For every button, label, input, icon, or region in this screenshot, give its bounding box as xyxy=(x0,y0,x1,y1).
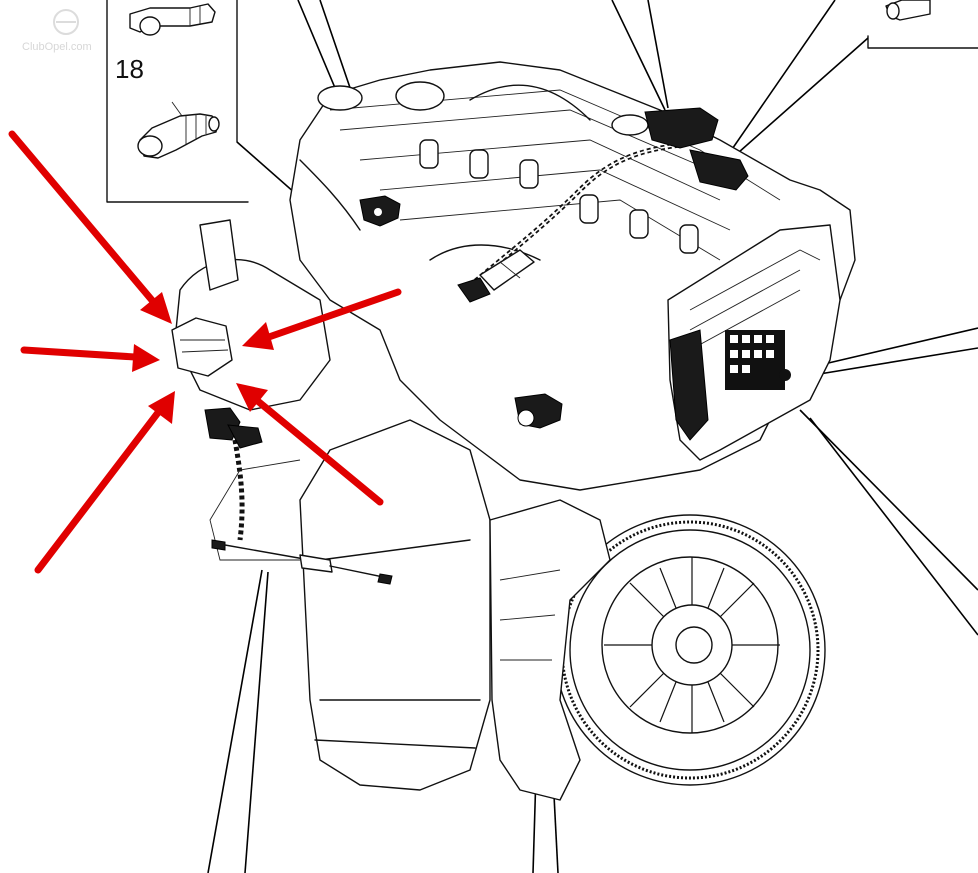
watermark: ClubOpel.com xyxy=(22,9,92,53)
sensor-top-center xyxy=(359,195,401,227)
sensor-mid xyxy=(514,393,563,429)
sensor-cam-position xyxy=(644,107,749,191)
red-arrows xyxy=(8,130,402,574)
sensor-exhaust-left xyxy=(204,407,263,449)
injector-row xyxy=(419,139,699,254)
turbocharger xyxy=(171,219,331,411)
svg-text:ClubOpel.com: ClubOpel.com xyxy=(22,41,92,53)
sensor-icon-top xyxy=(129,3,216,36)
oxygen-sensor-upper xyxy=(457,249,535,303)
ecu-module xyxy=(667,224,841,461)
arrow-upper-left xyxy=(8,130,172,324)
inset-callout-box-right xyxy=(867,0,978,49)
oil-pan xyxy=(489,499,611,801)
inset-callout-box: 18 xyxy=(106,0,249,203)
arrow-lower-left xyxy=(34,391,175,574)
arrow-lower-right xyxy=(236,383,384,506)
sensor-icon-18 xyxy=(137,101,220,159)
catalytic-converter xyxy=(209,419,491,791)
arrow-upper-right xyxy=(242,288,402,350)
oxygen-sensor-probe xyxy=(211,539,393,585)
arrow-left xyxy=(20,344,160,372)
clutch-assembly xyxy=(554,514,826,786)
callout-number-18: 18 xyxy=(115,54,144,84)
wiring-harness xyxy=(232,142,681,541)
